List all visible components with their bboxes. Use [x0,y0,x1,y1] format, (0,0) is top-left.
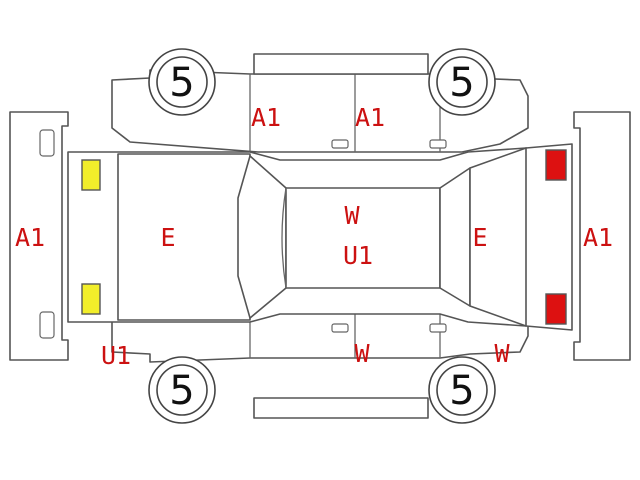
hood-panel[interactable] [117,153,251,321]
taillight-bottom [545,293,567,325]
code-right-front-door: W [354,339,370,368]
code-right-rear-quarter: W [494,339,510,368]
right-side-skirt[interactable] [253,397,429,419]
headlight-bottom [81,283,101,315]
wheel-rear-left[interactable]: 5 [428,48,496,116]
taillight-top [545,149,567,181]
code-roof-line2: U1 [343,241,373,270]
code-left-rear-door: A1 [355,103,385,132]
code-trunk: E [472,223,487,252]
front-bumper[interactable] [9,111,69,361]
rear-bumper[interactable] [573,111,631,361]
code-roof-line1: W [344,201,360,230]
wheel-rear-right[interactable]: 5 [428,356,496,424]
wheel-rear-right-value: 5 [449,368,474,414]
trunk-panel[interactable] [469,147,527,327]
headlight-top [81,159,101,191]
code-rear-bumper: A1 [583,223,613,252]
code-hood: E [160,223,175,252]
wheel-front-left-value: 5 [169,60,194,106]
code-left-front-door: A1 [251,103,281,132]
left-side-skirt[interactable] [253,53,429,75]
code-front-left-fender: U1 [101,341,131,370]
rear-window[interactable] [439,167,471,307]
roof-panel[interactable] [281,187,441,289]
wheel-front-right-value: 5 [169,368,194,414]
wheel-front-right[interactable]: 5 [148,356,216,424]
code-front-bumper: A1 [15,223,45,252]
wheel-rear-left-value: 5 [449,60,474,106]
wheel-front-left[interactable]: 5 [148,48,216,116]
